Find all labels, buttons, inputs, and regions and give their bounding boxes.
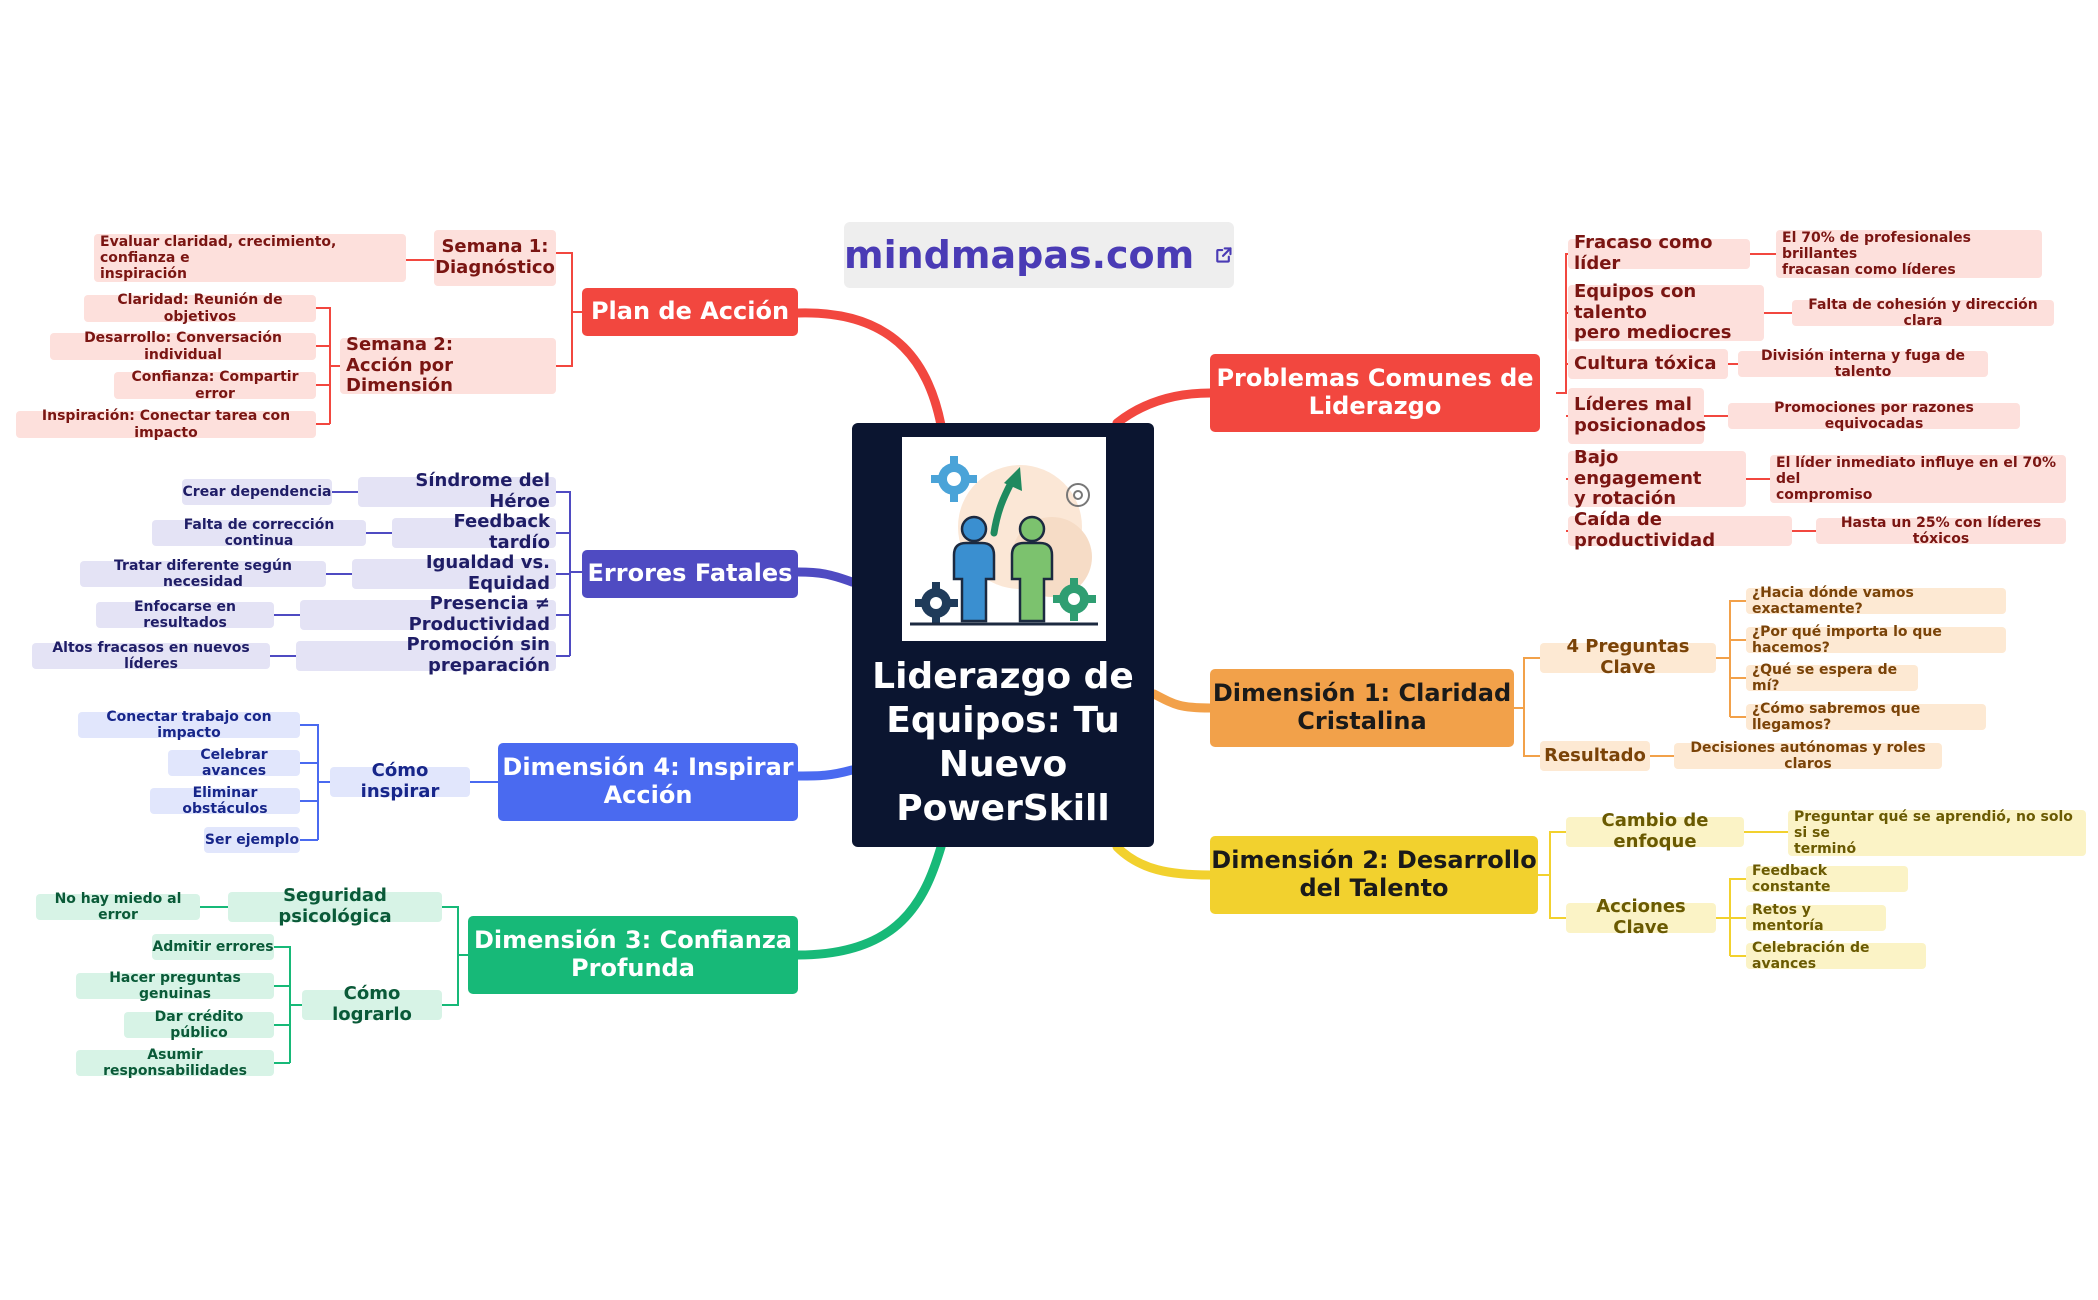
problema-cultura-toxica[interactable]: Cultura tóxica [1568, 349, 1728, 379]
gear-icon [915, 582, 958, 625]
dim1-pregunta[interactable]: ¿Cómo sabremos que llegamos? [1746, 701, 1986, 733]
dim3-lograrlo-item[interactable]: Admitir errores [152, 934, 274, 960]
problema-detail[interactable]: Promociones por razones equivocadas [1728, 400, 2020, 432]
branch-problemas-comunes[interactable]: Problemas Comunes de Liderazgo [1210, 354, 1540, 432]
dim2-accion[interactable]: Retos y mentoría [1746, 902, 1886, 934]
brand-banner[interactable]: mindmapas.com [844, 222, 1234, 288]
problema-detail[interactable]: División interna y fuga de talento [1738, 348, 1988, 380]
error-promocion-sin-preparacion[interactable]: Promoción sin preparación [296, 634, 556, 676]
error-presencia-productividad[interactable]: Presencia ≠ Productividad [300, 593, 556, 635]
dim4-item[interactable]: Ser ejemplo [204, 827, 300, 853]
problema-caida-productividad[interactable]: Caída de productividad [1568, 509, 1792, 551]
dim3-lograrlo-item[interactable]: Dar crédito público [124, 1009, 274, 1041]
problema-lideres-mal-posicionados[interactable]: Líderes mal posicionados [1568, 388, 1706, 444]
dim3-como-lograrlo[interactable]: Cómo lograrlo [302, 983, 442, 1025]
dim2-accion[interactable]: Celebración de avances [1746, 940, 1926, 972]
dim4-item[interactable]: Celebrar avances [168, 747, 300, 779]
problema-bajo-engagement[interactable]: Bajo engagement y rotación [1568, 447, 1746, 509]
problema-equipos-mediocres[interactable]: Equipos con talento pero mediocres [1568, 281, 1764, 343]
gear-outline-icon [1066, 483, 1090, 507]
central-title: Liderazgo de Equipos: Tu Nuevo PowerSkil… [872, 656, 1134, 829]
external-link-icon[interactable] [1214, 241, 1234, 269]
dim1-pregunta[interactable]: ¿Hacia dónde vamos exactamente? [1746, 585, 2006, 617]
dim3-seguridad-item[interactable]: No hay miedo al error [36, 891, 200, 923]
branch-dimension-2[interactable]: Dimensión 2: Desarrollo del Talento [1210, 836, 1538, 914]
dim2-acciones-clave[interactable]: Acciones Clave [1566, 896, 1716, 938]
dim3-seguridad-psicologica[interactable]: Seguridad psicológica [228, 885, 442, 927]
gear-icon [1053, 578, 1096, 621]
problema-detail[interactable]: Falta de cohesión y dirección clara [1792, 297, 2054, 329]
error-detail[interactable]: Falta de corrección continua [152, 517, 366, 549]
dim4-item[interactable]: Conectar trabajo con impacto [78, 709, 300, 741]
branch-dimension-4[interactable]: Dimensión 4: Inspirar Acción [498, 743, 798, 821]
dim1-resultado[interactable]: Resultado [1540, 741, 1650, 771]
error-sindrome-heroe[interactable]: Síndrome del Héroe [358, 470, 556, 512]
person-icon [1010, 515, 1054, 623]
team-growth-illustration [902, 437, 1106, 641]
gear-icon [931, 456, 977, 502]
error-detail[interactable]: Altos fracasos en nuevos líderes [32, 640, 270, 672]
branch-dimension-1[interactable]: Dimensión 1: Claridad Cristalina [1210, 669, 1514, 747]
branch-plan-de-accion[interactable]: Plan de Acción [582, 288, 798, 336]
dim4-como-inspirar[interactable]: Cómo inspirar [330, 760, 470, 802]
dim2-accion[interactable]: Feedback constante [1746, 863, 1908, 895]
plan-semana-2-item[interactable]: Claridad: Reunión de objetivos [84, 292, 316, 325]
person-icon [952, 515, 996, 623]
dim1-4-preguntas[interactable]: 4 Preguntas Clave [1540, 636, 1716, 678]
problema-detail[interactable]: El 70% de profesionales brillantes fraca… [1776, 230, 2042, 278]
dim3-lograrlo-item[interactable]: Asumir responsabilidades [76, 1047, 274, 1079]
dim2-cambio-item[interactable]: Preguntar qué se aprendió, no solo si se… [1788, 809, 2086, 857]
error-feedback-tardio[interactable]: Feedback tardío [392, 511, 556, 553]
plan-semana-2-item[interactable]: Confianza: Compartir error [114, 369, 316, 402]
dim1-pregunta[interactable]: ¿Por qué importa lo que hacemos? [1746, 624, 2006, 656]
branch-errores-fatales[interactable]: Errores Fatales [582, 550, 798, 598]
branch-dimension-3[interactable]: Dimensión 3: Confianza Profunda [468, 916, 798, 994]
dim1-resultado-item[interactable]: Decisiones autónomas y roles claros [1674, 740, 1942, 772]
central-topic[interactable]: Liderazgo de Equipos: Tu Nuevo PowerSkil… [852, 423, 1154, 847]
error-detail[interactable]: Tratar diferente según necesidad [80, 558, 326, 590]
error-detail[interactable]: Crear dependencia [182, 479, 332, 505]
error-igualdad-equidad[interactable]: Igualdad vs. Equidad [352, 552, 556, 594]
dim4-item[interactable]: Eliminar obstáculos [150, 785, 300, 817]
plan-semana-2-item[interactable]: Inspiración: Conectar tarea con impacto [16, 408, 316, 441]
plan-semana-1-item[interactable]: Evaluar claridad, crecimiento, confianza… [94, 234, 406, 282]
plan-semana-1[interactable]: Semana 1: Diagnóstico [434, 230, 556, 286]
dim3-lograrlo-item[interactable]: Hacer preguntas genuinas [76, 970, 274, 1002]
plan-semana-2-item[interactable]: Desarrollo: Conversación individual [50, 330, 316, 363]
plan-semana-2[interactable]: Semana 2: Acción por Dimensión [340, 334, 556, 396]
error-detail[interactable]: Enfocarse en resultados [96, 599, 274, 631]
problema-detail[interactable]: El líder inmediato influye en el 70% del… [1770, 455, 2066, 503]
dim1-pregunta[interactable]: ¿Qué se espera de mí? [1746, 662, 1918, 694]
problema-fracaso-lider[interactable]: Fracaso como líder [1568, 232, 1750, 274]
problema-detail[interactable]: Hasta un 25% con líderes tóxicos [1816, 515, 2066, 547]
brand-text[interactable]: mindmapas.com [844, 233, 1195, 277]
dim2-cambio-enfoque[interactable]: Cambio de enfoque [1566, 810, 1744, 852]
